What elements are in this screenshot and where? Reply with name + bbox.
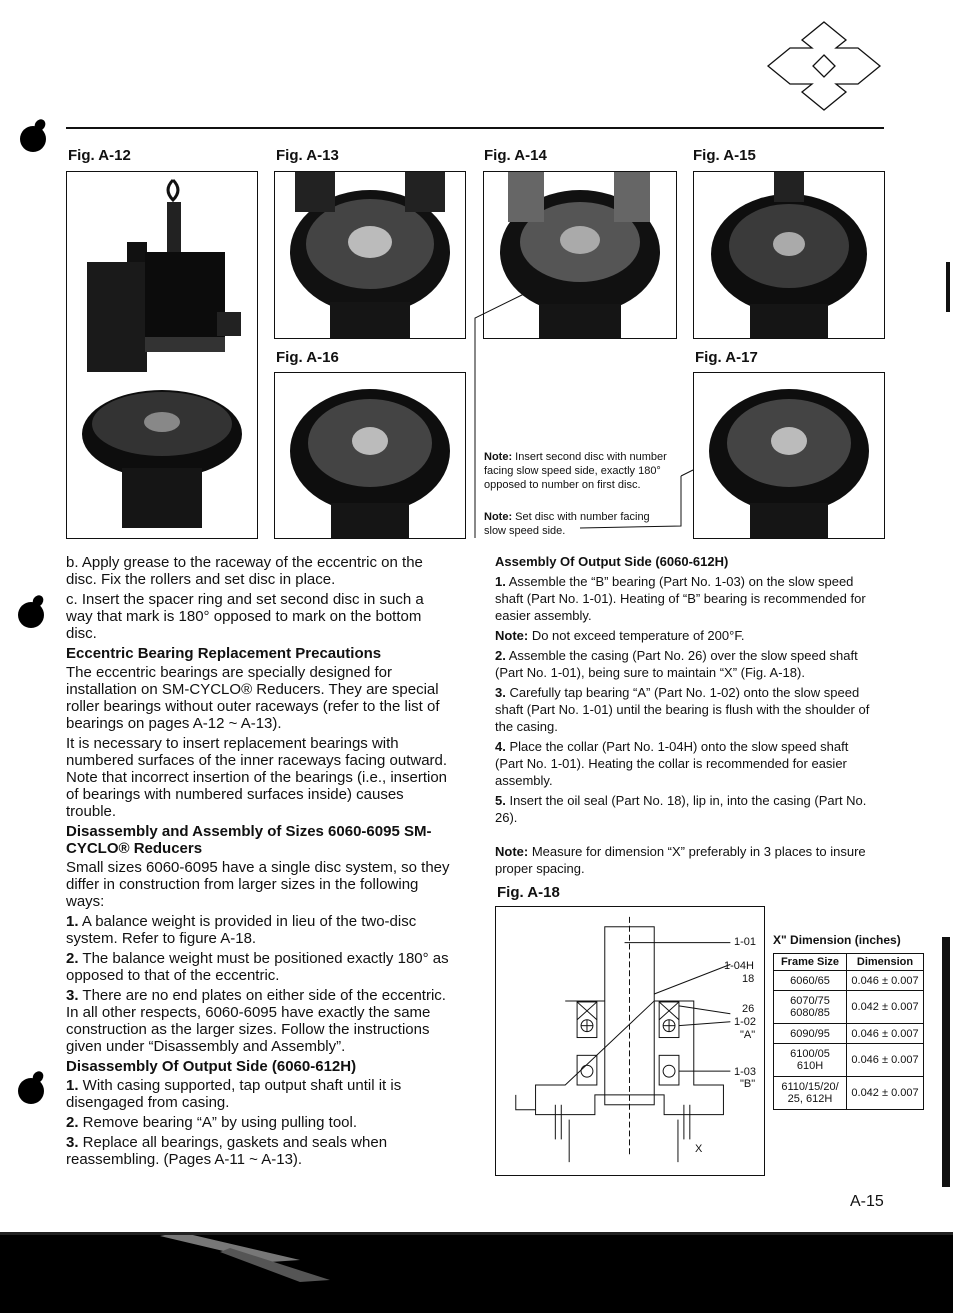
fig-a18-label: Fig. A-18 [497, 884, 560, 901]
edge-mark [946, 262, 950, 312]
list-item: 3. There are no end plates on either sid… [66, 987, 446, 1055]
table-header: Dimension [846, 953, 924, 971]
fig-a17-photo [693, 372, 885, 539]
note-text: Insert second disc with number facing sl… [484, 451, 667, 491]
paragraph: The eccentric bearings are specially des… [66, 664, 440, 732]
list-item: 1. With casing supported, tap output sha… [66, 1077, 402, 1111]
section-heading: Assembly Of Output Side (6060-612H) [495, 554, 729, 569]
binder-hole-icon [18, 1078, 44, 1104]
binder-hole-icon [20, 126, 46, 152]
fig-a13-photo [274, 171, 466, 339]
fig-a14-photo [483, 171, 677, 339]
fig-a16-photo [274, 372, 466, 539]
right-column: Assembly Of Output Side (6060-612H) 1. A… [495, 553, 880, 880]
list-item: 4. Place the collar (Part No. 1-04H) ont… [495, 739, 849, 788]
fig-a16-label: Fig. A-16 [276, 349, 339, 366]
section-heading: Disassembly and Assembly of Sizes 6060-6… [66, 823, 432, 857]
list-item: 1. A balance weight is provided in lieu … [66, 913, 417, 947]
table-header: Frame Size [773, 953, 847, 971]
scan-streak [0, 1232, 953, 1282]
list-item: 2. Assemble the casing (Part No. 26) ove… [495, 648, 858, 680]
paragraph: It is necessary to insert replacement be… [66, 735, 448, 820]
label-1-01: 1-01 [734, 936, 757, 948]
note: Note: Do not exceed temperature of 200°F… [495, 628, 745, 643]
section-heading: Eccentric Bearing Replacement Precaution… [66, 645, 382, 662]
fig-a13-label: Fig. A-13 [276, 147, 339, 164]
paragraph: c. Insert the spacer ring and set second… [66, 591, 424, 642]
list-item: 3. Carefully tap bearing “A” (Part No. 1… [495, 685, 870, 734]
header-rule [66, 127, 884, 129]
dimension-table-title: X" Dimension (inches) [773, 933, 901, 947]
left-column: b. Apply grease to the raceway of the ec… [66, 554, 450, 1171]
fig-a17-label: Fig. A-17 [695, 349, 758, 366]
note: Note: Measure for dimension “X” preferab… [495, 844, 866, 876]
paragraph: b. Apply grease to the raceway of the ec… [66, 554, 423, 588]
fig-a12-label: Fig. A-12 [68, 147, 131, 164]
label-18: 18 [742, 973, 755, 985]
diamond-emblem-icon [762, 18, 886, 114]
label-26: 26 [742, 1003, 755, 1015]
label-b: "B" [740, 1078, 756, 1090]
label-1-02: 1-02 [734, 1016, 757, 1028]
label-1-03: 1-03 [734, 1066, 757, 1078]
note-label: Note: [484, 451, 513, 463]
note-label: Note: [484, 511, 513, 523]
list-item: 5. Insert the oil seal (Part No. 18), li… [495, 793, 867, 825]
binder-hole-icon [18, 602, 44, 628]
label-1-04h: 1-04H [724, 960, 754, 972]
edge-mark [942, 937, 950, 1187]
photo-note-1: Note: Insert second disc with number fac… [484, 450, 669, 492]
fig-a18-diagram: 1-01 1-04H 18 26 1-02 "A" 1-03 "B" X [495, 906, 765, 1176]
list-item: 1. Assemble the “B” bearing (Part No. 1-… [495, 574, 866, 623]
note-text: Set disc with number facing slow speed s… [484, 511, 650, 537]
label-a: "A" [740, 1029, 756, 1041]
fig-a15-label: Fig. A-15 [693, 147, 756, 164]
callout-lines [474, 291, 694, 538]
photo-note-2: Note: Set disc with number facing slow s… [484, 510, 669, 538]
fig-a12-photo [66, 171, 258, 539]
list-item: 2. Remove bearing “A” by using pulling t… [66, 1114, 357, 1131]
list-item: 3. Replace all bearings, gaskets and sea… [66, 1134, 388, 1168]
fig-a14-label: Fig. A-14 [484, 147, 547, 164]
page-number: A-15 [850, 1193, 884, 1210]
paragraph: Small sizes 6060-6095 have a single disc… [66, 859, 450, 910]
section-heading: Disassembly Of Output Side (6060-612H) [66, 1058, 357, 1075]
label-x: X [695, 1143, 703, 1155]
list-item: 2. The balance weight must be positioned… [66, 950, 449, 984]
fig-a15-photo [693, 171, 885, 339]
bottom-scan-band [0, 1232, 953, 1313]
